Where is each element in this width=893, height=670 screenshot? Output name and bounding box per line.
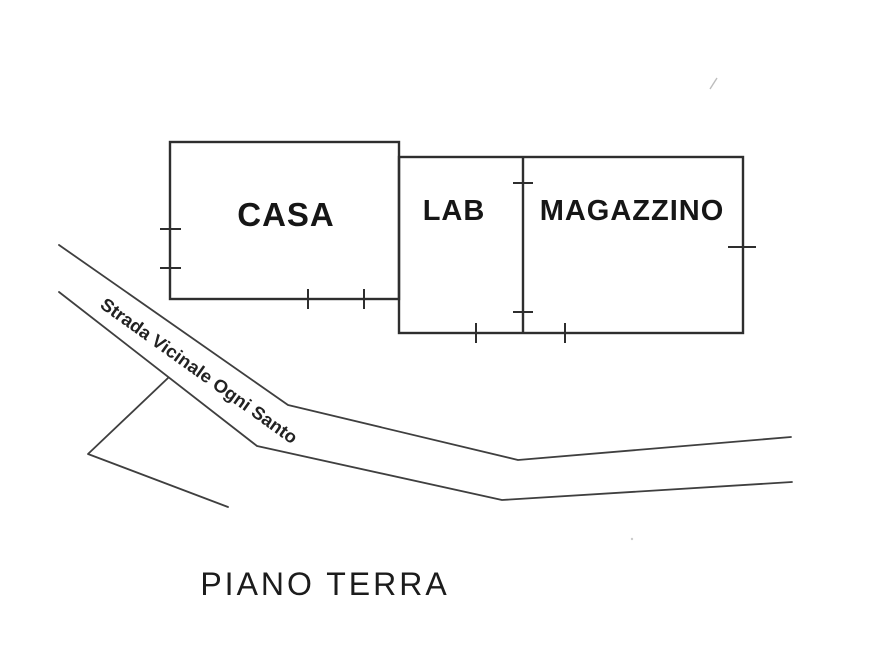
road-branch-line bbox=[87, 377, 229, 508]
lab-magazzino-outline bbox=[397, 155, 745, 335]
room-label-casa: CASA bbox=[237, 196, 335, 233]
road-upper-edge bbox=[58, 244, 792, 461]
scan-artifact-dot bbox=[630, 537, 634, 541]
wall-ticks bbox=[160, 182, 756, 343]
road-label: Strada Vicinale Ogni Santo bbox=[97, 294, 302, 448]
road-lower-edge bbox=[58, 291, 793, 501]
room-label-magazzino: MAGAZZINO bbox=[540, 195, 725, 227]
room-label-lab: LAB bbox=[423, 195, 486, 227]
plan-title: PIANO TERRA bbox=[200, 566, 449, 602]
scan-artifact-mark bbox=[709, 77, 718, 90]
